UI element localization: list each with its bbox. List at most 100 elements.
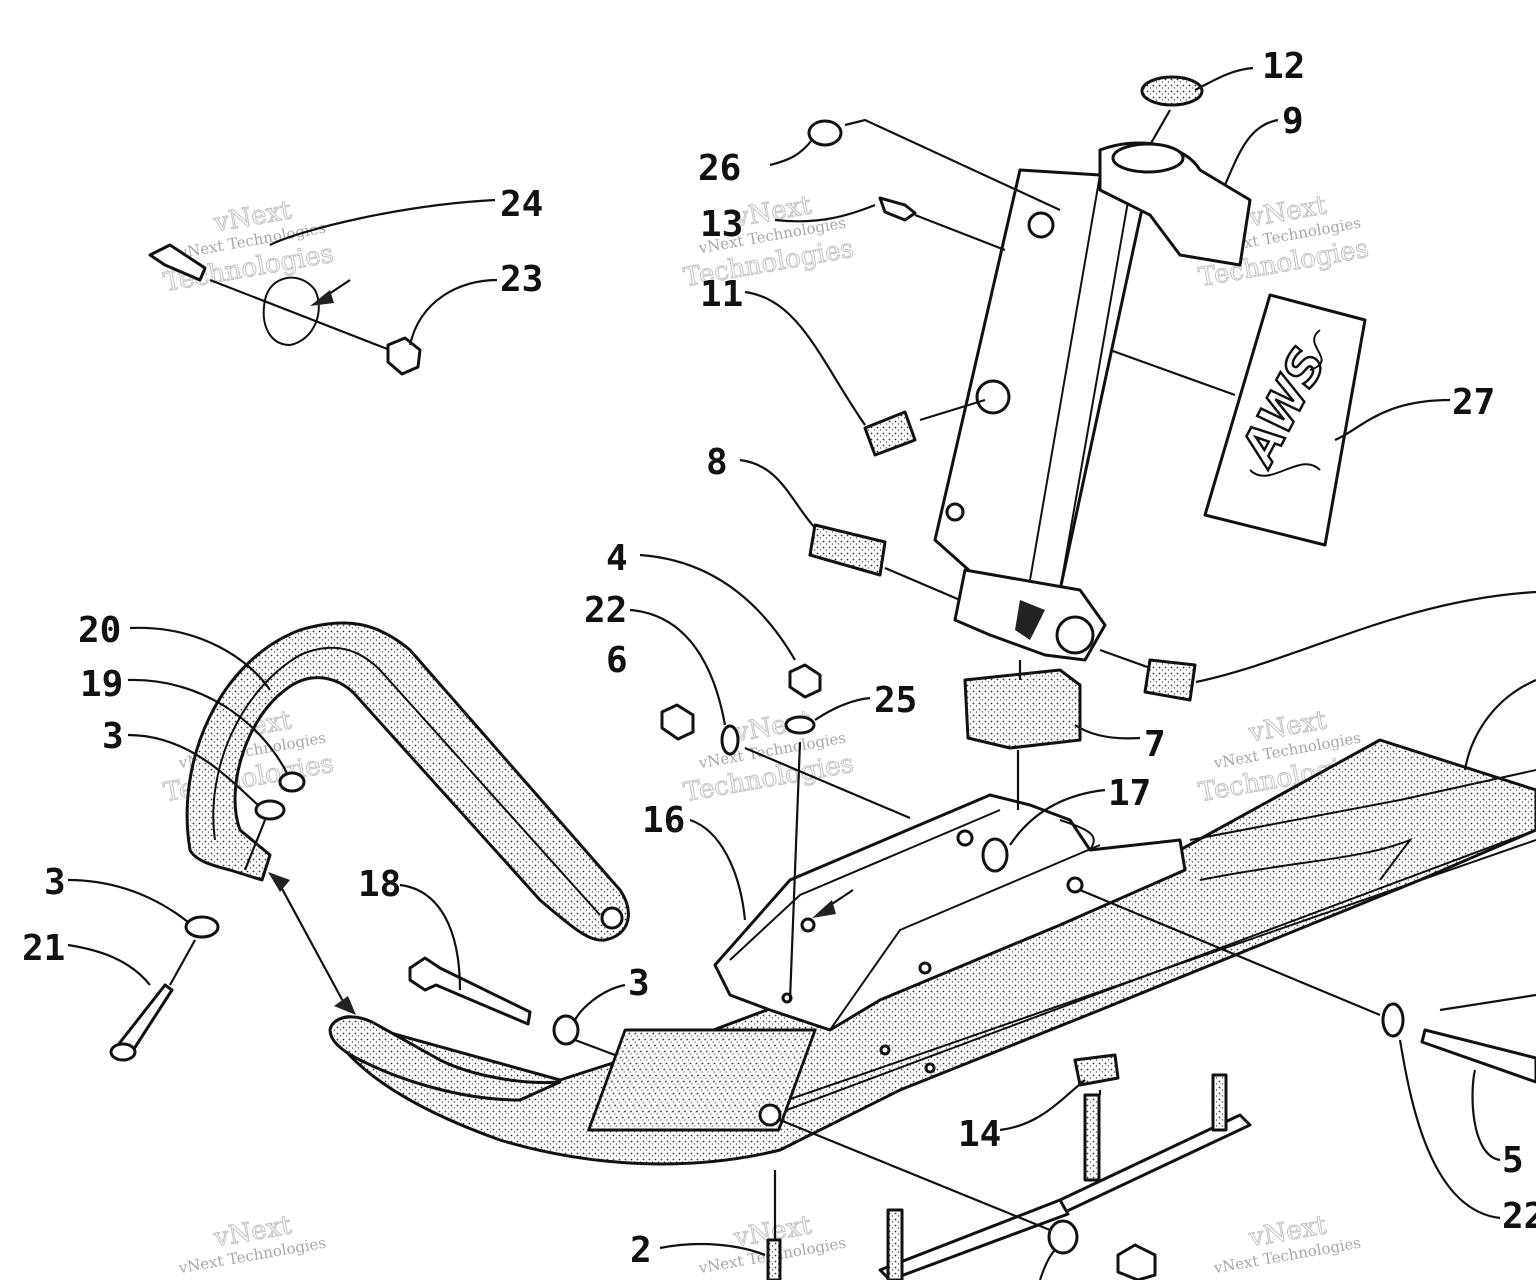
spacer	[808, 523, 887, 577]
watermark: vNext vNext Technologies	[1211, 1210, 1362, 1278]
screw-head	[109, 1042, 137, 1062]
ski-hole	[879, 1044, 891, 1056]
lock-nut	[386, 336, 422, 376]
leader	[659, 1242, 766, 1257]
bolt	[408, 956, 532, 1026]
leader	[999, 1079, 1086, 1132]
callout-21: 21	[22, 928, 65, 969]
leader	[774, 203, 876, 223]
leader	[269, 198, 496, 246]
callout-27: 27	[1452, 382, 1495, 423]
callout-2: 2	[630, 1230, 652, 1271]
leader	[574, 983, 626, 1021]
callout-26: 26	[698, 148, 741, 189]
leader	[744, 290, 866, 426]
leader	[739, 458, 816, 529]
callout-5: 5	[1502, 1140, 1524, 1181]
callout-22: 22	[1502, 1196, 1536, 1237]
callout-17: 17	[1108, 773, 1151, 814]
bracket-hole	[800, 917, 816, 933]
washer	[784, 715, 816, 735]
wear-bar	[878, 1198, 1070, 1280]
leader	[629, 608, 727, 726]
ski-hole	[924, 1062, 936, 1074]
nut	[788, 663, 822, 699]
ski-tip	[328, 1015, 562, 1102]
shock-port	[975, 379, 1011, 415]
bushing	[1143, 658, 1197, 702]
callout-19: 19	[80, 664, 123, 705]
cap-plug	[1140, 75, 1204, 107]
loop-arrow-head	[268, 872, 290, 892]
callout-13: 13	[700, 204, 743, 245]
loop-arrow	[279, 884, 346, 1006]
washer	[720, 724, 740, 756]
leader	[1398, 1039, 1501, 1220]
aws-decal: AWS	[1203, 293, 1367, 547]
washer	[1047, 1219, 1079, 1255]
shock-body-face	[1029, 174, 1101, 581]
bumper	[807, 119, 843, 147]
stud	[1211, 1073, 1228, 1132]
callout-23: 23	[500, 259, 543, 300]
callout-11: 11	[700, 274, 743, 315]
ski-loop-inner	[212, 646, 601, 916]
bracket-hole	[918, 961, 932, 975]
ski-groove	[1189, 769, 1536, 841]
decal-panel	[1203, 293, 1367, 547]
reflector-arrow-head	[310, 290, 334, 306]
hardware	[109, 75, 1536, 1280]
leader	[67, 878, 189, 923]
spindle-bracket-flange	[829, 844, 1101, 1031]
leader	[689, 818, 747, 921]
decal-swoosh	[1309, 329, 1323, 371]
leader	[1195, 590, 1536, 684]
leader	[1223, 118, 1279, 186]
callout-24: 24	[500, 184, 543, 225]
shock-reservoir	[1098, 141, 1252, 267]
ski-loop-handle	[185, 621, 630, 1015]
nut	[278, 771, 306, 793]
bolt	[148, 243, 207, 282]
shock-eye-hole	[1055, 615, 1095, 655]
stud	[766, 1238, 782, 1280]
callout-25: 25	[874, 680, 917, 721]
leader	[769, 139, 813, 167]
spacer-nut	[1073, 1053, 1120, 1087]
leader	[127, 733, 259, 806]
cushion-block	[963, 668, 1082, 750]
watermark: vNext vNext Technologies	[176, 1210, 327, 1278]
shock-cap	[1111, 142, 1185, 174]
leader	[1038, 1249, 1056, 1280]
callout-12: 12	[1262, 46, 1305, 87]
stud	[886, 1208, 904, 1280]
bracket-hole	[1066, 876, 1084, 894]
washer	[254, 799, 286, 821]
spindle-bracket-flange	[1059, 819, 1095, 851]
ski-loop	[185, 621, 630, 942]
callout-14: 14	[958, 1114, 1001, 1155]
grease-fitting	[878, 196, 917, 222]
loop-arrow-head	[334, 996, 356, 1015]
watermark: vNext vNext Technologies Technologies	[681, 705, 857, 809]
callout-9: 9	[1282, 101, 1304, 142]
spindle-block	[587, 1028, 817, 1132]
stud	[1083, 1093, 1101, 1182]
callout-4: 4	[606, 538, 628, 579]
bolt-axis	[209, 278, 391, 352]
ski-hole	[758, 1103, 782, 1127]
ski-groove	[1379, 739, 1536, 791]
shock-body-face	[1059, 189, 1131, 591]
washer	[981, 837, 1009, 873]
leader	[1194, 66, 1254, 91]
spindle-bracket	[713, 793, 1187, 1032]
leader	[399, 883, 462, 991]
callout-7: 7	[1144, 724, 1166, 765]
leader	[639, 553, 796, 661]
leader	[408, 278, 498, 346]
callout-20: 20	[78, 610, 121, 651]
leader	[1471, 1069, 1501, 1162]
callout-3: 3	[628, 963, 650, 1004]
callout-22: 22	[584, 590, 627, 631]
leader	[1463, 678, 1536, 771]
